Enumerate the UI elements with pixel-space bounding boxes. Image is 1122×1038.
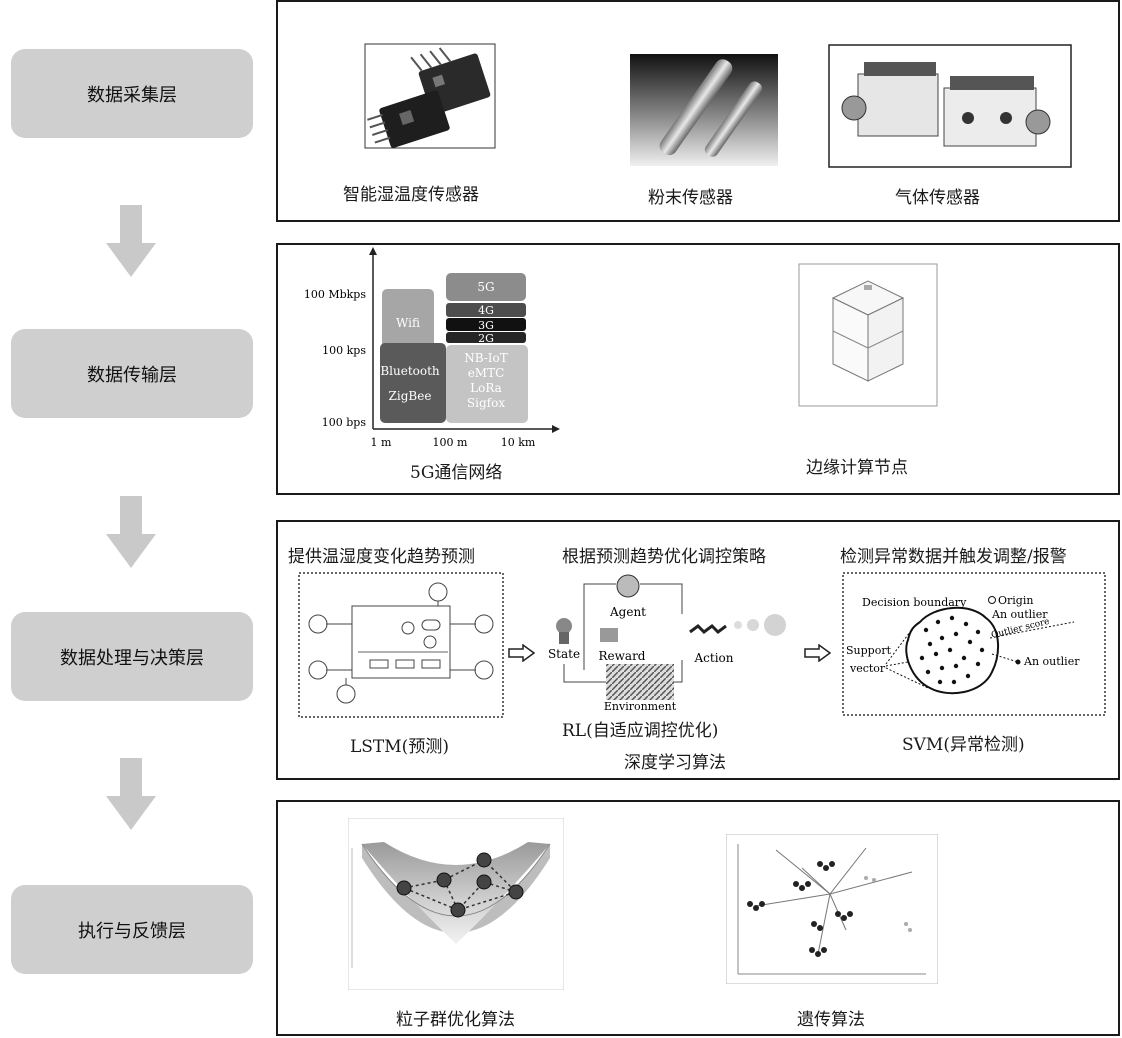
rl-heading: 根据预测趋势优化调控策略	[562, 547, 766, 567]
svm-data-point	[975, 661, 981, 667]
svm-data-point	[939, 665, 945, 671]
edge-caption: 边缘计算节点	[806, 458, 908, 478]
svm-data-point	[939, 635, 945, 641]
network-caption: 5G通信网络	[410, 463, 503, 483]
rl-agent-label: Agent	[609, 605, 646, 619]
down-arrow-icon	[106, 205, 156, 277]
layer-data-transmission: 数据传输层	[11, 329, 253, 418]
ga-network-diagram	[726, 834, 938, 984]
svm-data-point	[979, 647, 985, 653]
y-tick-label: 100 kps	[322, 344, 366, 357]
rl-reward-label: Reward	[599, 649, 646, 663]
svm-data-point	[919, 655, 925, 661]
right-arrow-icon	[804, 644, 832, 662]
powder-sensor-caption: 粉末传感器	[648, 188, 733, 208]
ga-caption: 遗传算法	[797, 1010, 865, 1030]
svm-support-label: Support	[846, 644, 892, 657]
svm-data-point	[925, 669, 931, 675]
lstm-diagram	[298, 572, 504, 718]
svm-data-point	[933, 651, 939, 657]
network-range-diagram: 100 Mbkps 100 kps 100 bps 1 m 100 m 10 k…	[304, 247, 560, 449]
svm-data-point	[965, 673, 971, 679]
execution-panel: 粒子群优化算法 遗传算法	[276, 800, 1120, 1036]
humidity-sensor-caption: 智能湿温度传感器	[343, 185, 479, 205]
rl-caption: RL(自适应调控优化)	[562, 721, 719, 741]
rl-diagram: Agent State Reward Action Environment	[548, 574, 786, 712]
svm-data-point	[923, 627, 929, 633]
svm-data-point	[953, 631, 959, 637]
svm-data-point	[967, 639, 973, 645]
powder-sensor-icon	[630, 54, 778, 166]
layer-data-processing: 数据处理与决策层	[11, 612, 253, 701]
svm-outlier-label: An outlier	[991, 608, 1048, 621]
layer-label: 执行与反馈层	[78, 920, 186, 942]
2g-block	[446, 332, 526, 343]
3g-label: 3G	[478, 319, 494, 332]
svm-outlier-label-2: An outlier	[1023, 655, 1080, 668]
x-tick-label: 1 m	[371, 436, 392, 449]
svm-data-point	[975, 629, 981, 635]
lstm-caption: LSTM(预测)	[350, 737, 449, 757]
svm-diagram: Origin Decision boundary An outlier Outl…	[842, 572, 1106, 716]
processing-panel: 提供温湿度变化趋势预测 根据预测趋势优化调控策略 检测异常数据并触发调整/报警 …	[276, 520, 1120, 780]
svm-data-point	[961, 655, 967, 661]
svm-boundary-label: Decision boundary	[862, 596, 967, 609]
rl-environment-label: Environment	[604, 700, 677, 712]
2g-label: 2G	[478, 332, 494, 345]
pso-surface-diagram	[348, 818, 564, 990]
gas-sensor-caption: 气体传感器	[895, 188, 980, 208]
layer-execution-feedback: 执行与反馈层	[11, 885, 253, 974]
rl-state-label: State	[548, 647, 580, 661]
svm-data-point	[935, 619, 941, 625]
deep-learning-caption: 深度学习算法	[624, 753, 726, 773]
edge-node-cube-icon	[798, 263, 938, 407]
y-tick-label: 100 bps	[322, 416, 367, 429]
svm-caption: SVM(异常检测)	[902, 735, 1025, 755]
bluetooth-label: Bluetooth	[380, 364, 440, 378]
layer-label: 数据传输层	[87, 364, 177, 386]
lpwan-block	[446, 345, 528, 423]
svm-origin-label: Origin	[998, 594, 1033, 607]
y-tick-label: 100 Mbkps	[304, 288, 367, 301]
humidity-sensor-icon	[364, 43, 496, 149]
rl-action-label: Action	[694, 651, 734, 665]
svm-data-point	[949, 615, 955, 621]
svm-heading: 检测异常数据并触发调整/报警	[840, 547, 1067, 567]
5g-label: 5G	[477, 280, 494, 294]
layer-label: 数据处理与决策层	[60, 647, 204, 669]
wifi-label: Wifi	[396, 316, 420, 330]
pso-caption: 粒子群优化算法	[396, 1010, 515, 1030]
zigbee-label: ZigBee	[389, 389, 432, 403]
gas-sensor-icon	[828, 44, 1072, 168]
3g-block	[446, 318, 526, 331]
lstm-heading: 提供温湿度变化趋势预测	[288, 547, 475, 567]
x-tick-label: 10 km	[501, 436, 536, 449]
lpwan-label: NB-IoT	[464, 351, 508, 365]
svm-data-point	[951, 679, 957, 685]
4g-block	[446, 303, 526, 317]
bluetooth-zigbee-block	[380, 343, 446, 423]
lpwan-label: eMTC	[468, 366, 505, 380]
x-tick-label: 100 m	[433, 436, 468, 449]
acquisition-panel: 智能湿温度传感器 粉末传感器 气体传感器	[276, 0, 1120, 222]
lpwan-label: Sigfox	[467, 396, 505, 410]
down-arrow-icon	[106, 758, 156, 830]
4g-label: 4G	[478, 304, 494, 317]
layer-label: 数据采集层	[87, 84, 177, 106]
svm-vector-label: vector	[849, 662, 886, 675]
svm-data-point	[937, 679, 943, 685]
svm-data-point	[953, 663, 959, 669]
down-arrow-icon	[106, 496, 156, 568]
svm-data-point	[927, 641, 933, 647]
transmission-panel: 100 Mbkps 100 kps 100 bps 1 m 100 m 10 k…	[276, 243, 1120, 495]
layer-data-acquisition: 数据采集层	[11, 49, 253, 138]
right-arrow-icon	[508, 644, 536, 662]
svm-data-point	[947, 647, 953, 653]
5g-block	[446, 273, 526, 301]
svm-data-point	[963, 621, 969, 627]
lpwan-label: LoRa	[470, 381, 502, 395]
